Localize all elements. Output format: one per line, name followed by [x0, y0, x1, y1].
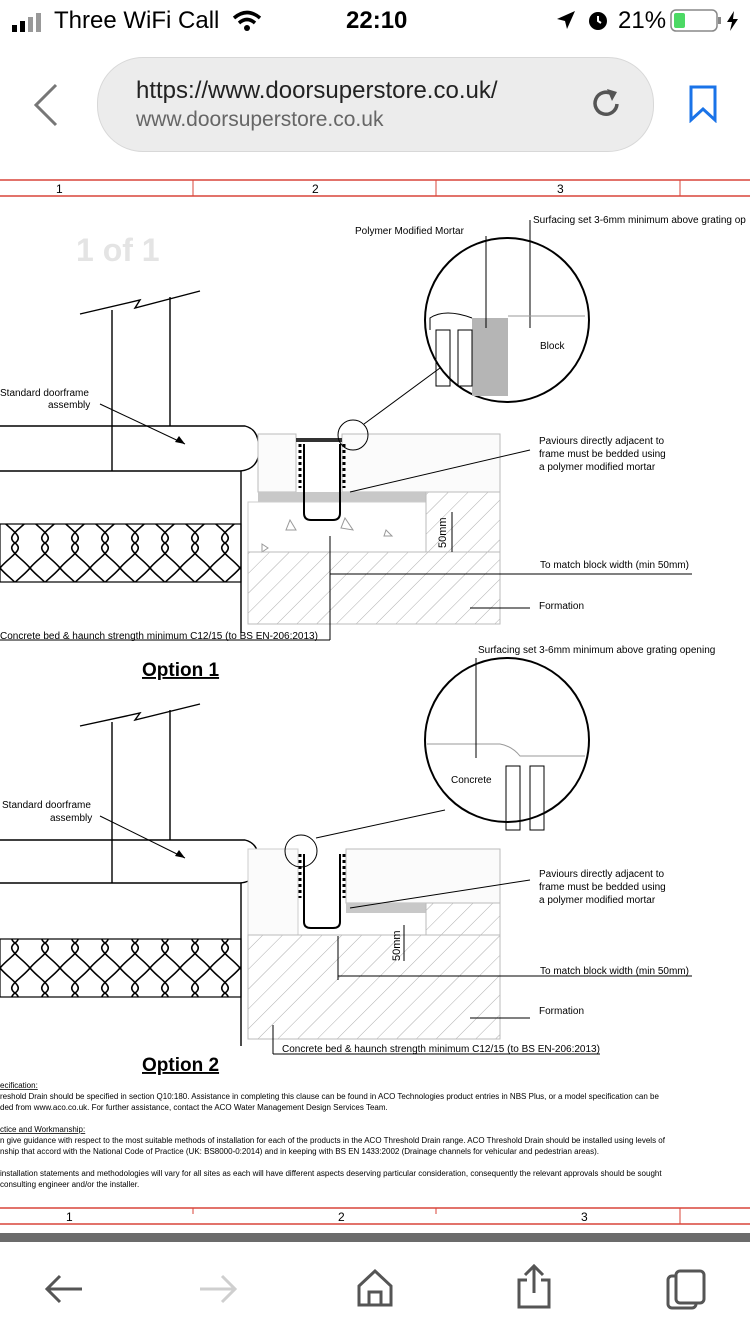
- notes-practice-1: n give guidance with respect to the most…: [0, 1136, 666, 1145]
- option2-drawing: 50mm: [0, 657, 692, 1055]
- share-icon[interactable]: [514, 1264, 554, 1310]
- option2-concrete-bed: Concrete bed & haunch strength minimum C…: [282, 1044, 600, 1055]
- option1-concrete-bed: Concrete bed & haunch strength minimum C…: [0, 631, 318, 642]
- status-bar: Three WiFi Call 22:10 21%: [0, 0, 750, 42]
- option1-title: Option 1: [142, 660, 219, 681]
- notes-spec-2: ded from www.aco.co.uk. For further assi…: [0, 1103, 388, 1112]
- carrier-name: Three WiFi Call: [54, 7, 220, 34]
- notes-practice-heading: ctice and Workmanship:: [0, 1125, 85, 1134]
- location-icon: [557, 11, 575, 29]
- notes-practice-2: nship that accord with the National Code…: [0, 1147, 599, 1156]
- option1-block-width: To match block width (min 50mm): [540, 560, 689, 571]
- option1-block: Block: [540, 341, 565, 352]
- notes-spec-heading: ecification:: [0, 1081, 38, 1090]
- pdf-document[interactable]: 1 2 3 1 of 1 50mm: [0, 168, 750, 1230]
- option2-block-width: To match block width (min 50mm): [540, 966, 689, 977]
- option2-formation: Formation: [539, 1006, 584, 1017]
- battery-percent: 21%: [618, 7, 667, 34]
- grid-num-bottom-3: 3: [581, 1210, 588, 1224]
- grid-border-top: [0, 179, 750, 197]
- tabs-icon[interactable]: [664, 1268, 708, 1312]
- drawing-canvas: 1 2 3 1 of 1 50mm: [0, 179, 750, 1225]
- grid-num-bottom-1: 1: [66, 1210, 73, 1224]
- notes-block: ecification: reshold Drain should be spe…: [0, 1081, 666, 1189]
- option1-surfacing: Surfacing set 3-6mm minimum above gratin…: [533, 215, 746, 226]
- grid-num-bottom-2: 2: [338, 1210, 345, 1224]
- option1-doorframe-1: Standard doorframe: [0, 388, 89, 399]
- alarm-icon: [589, 12, 607, 30]
- grid-border-bottom: [0, 1207, 750, 1225]
- option1-drawing: 50mm: [0, 220, 692, 641]
- option2-doorframe-1: Standard doorframe: [2, 800, 91, 811]
- notes-install-2: consulting engineer and/or the installer…: [0, 1180, 139, 1189]
- url-full: https://www.doorsuperstore.co.uk/: [136, 77, 498, 104]
- grid-num-2: 2: [312, 182, 319, 196]
- url-domain: www.doorsuperstore.co.uk: [136, 108, 384, 131]
- forward-icon[interactable]: [198, 1272, 238, 1306]
- option1-formation: Formation: [539, 601, 584, 612]
- notes-spec-1: reshold Drain should be specified in sec…: [0, 1092, 659, 1101]
- notes-install-1: installation statements and methodologie…: [0, 1169, 662, 1178]
- option2-doorframe-2: assembly: [50, 813, 92, 824]
- option2-surfacing: Surfacing set 3-6mm minimum above gratin…: [478, 645, 715, 656]
- option2-dimension: 50mm: [391, 930, 403, 961]
- option2-paviours-1: Paviours directly adjacent to: [539, 869, 665, 880]
- option1-paviours-2: frame must be bedded using: [539, 449, 666, 460]
- option1-mortar: Polymer Modified Mortar: [355, 226, 465, 237]
- option2-paviours-2: frame must be bedded using: [539, 882, 666, 893]
- reload-icon[interactable]: [588, 86, 624, 122]
- option2-title: Option 2: [142, 1055, 219, 1076]
- signal-icon: [12, 13, 41, 32]
- back-chevron-icon[interactable]: [32, 83, 62, 127]
- clock: 22:10: [346, 7, 408, 34]
- back-icon[interactable]: [44, 1272, 84, 1306]
- page-indicator: 1 of 1: [76, 232, 160, 268]
- option1-paviours-3: a polymer modified mortar: [539, 462, 656, 473]
- grid-num-1: 1: [56, 182, 63, 196]
- option2-concrete: Concrete: [451, 775, 492, 786]
- option2-paviours-3: a polymer modified mortar: [539, 895, 656, 906]
- grid-num-3: 3: [557, 182, 564, 196]
- option1-doorframe-2: assembly: [48, 400, 90, 411]
- wifi-icon: [232, 10, 262, 31]
- bookmark-icon[interactable]: [688, 85, 718, 123]
- option1-dimension: 50mm: [437, 517, 449, 548]
- browser-toolbar: [0, 1233, 750, 1319]
- home-icon[interactable]: [356, 1268, 394, 1308]
- address-bar[interactable]: https://www.doorsuperstore.co.uk/ www.do…: [97, 57, 654, 152]
- option1-paviours-1: Paviours directly adjacent to: [539, 436, 665, 447]
- battery-icon: [670, 9, 738, 32]
